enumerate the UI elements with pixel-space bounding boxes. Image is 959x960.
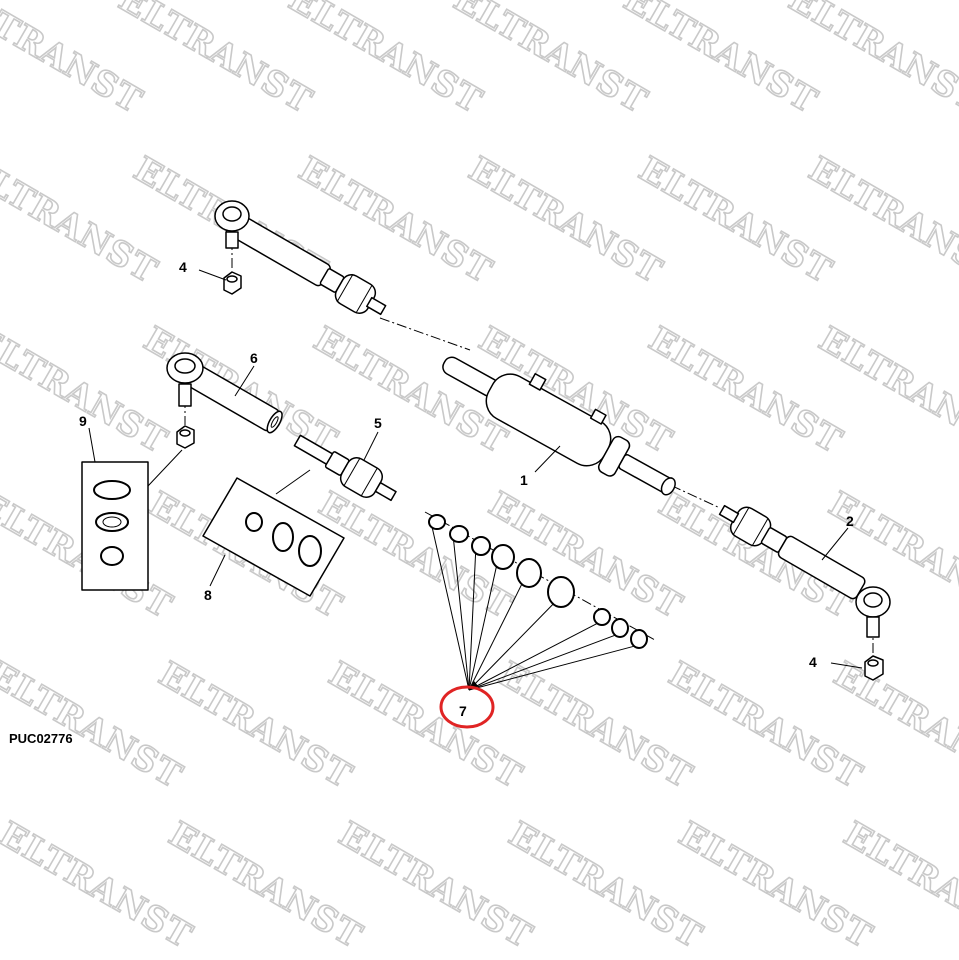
seal-leader-line xyxy=(453,540,470,691)
watermark-text: ELTRANST xyxy=(332,814,539,957)
watermark-text: ELTRANST xyxy=(632,149,839,292)
watermark-text: ELTRANST xyxy=(642,319,849,462)
seal-leader-line xyxy=(468,553,477,691)
seal-kit-box-8[interactable] xyxy=(202,477,345,597)
tie-rod-end-right[interactable] xyxy=(714,496,891,638)
seal-leader-line xyxy=(468,566,497,691)
callout-7-highlight xyxy=(439,685,495,729)
watermark-text: ELTRANST xyxy=(322,654,529,797)
seal-kit-box-9[interactable] xyxy=(81,461,149,591)
seal-leader-lines xyxy=(431,527,635,691)
seal-leader-line xyxy=(468,583,523,691)
seal-leader-line xyxy=(468,622,598,691)
seal-ring[interactable] xyxy=(630,629,648,649)
seal-set-7[interactable] xyxy=(428,514,648,649)
seal-ring[interactable] xyxy=(471,536,491,556)
steering-cylinder[interactable] xyxy=(433,333,690,511)
inner-tie-rod[interactable] xyxy=(289,427,401,510)
leader-lines xyxy=(88,269,863,669)
callout-4-upper: 4 xyxy=(179,259,187,275)
callout-7: 7 xyxy=(459,703,467,719)
watermark-text: ELTRANST xyxy=(502,814,709,957)
document-id: PUC02776 xyxy=(9,731,73,746)
watermark-text: ELTRANST xyxy=(112,0,319,122)
callout-6: 6 xyxy=(250,350,258,366)
callout-1: 1 xyxy=(520,472,528,488)
callout-5: 5 xyxy=(374,415,382,431)
left-nut[interactable] xyxy=(176,425,195,449)
seal-leader-line xyxy=(468,603,554,691)
callout-9: 9 xyxy=(79,413,87,429)
tie-rod-end-left[interactable] xyxy=(166,352,285,435)
watermark-text: ELTRANST xyxy=(652,484,859,627)
seal-ring[interactable] xyxy=(449,525,469,543)
seal-leader-line xyxy=(468,645,635,691)
watermark-text: ELTRANST xyxy=(462,149,669,292)
callout-4-lower: 4 xyxy=(809,654,817,670)
seal-ring[interactable] xyxy=(428,514,446,530)
upper-tie-rod[interactable] xyxy=(214,200,391,324)
callout-8: 8 xyxy=(204,587,212,603)
lower-nut[interactable] xyxy=(864,655,884,681)
seal-ring[interactable] xyxy=(516,558,542,588)
upper-nut[interactable] xyxy=(223,271,242,295)
seal-leader-line xyxy=(431,527,470,691)
seal-ring[interactable] xyxy=(547,576,575,608)
callout-2: 2 xyxy=(846,513,854,529)
seal-leader-line xyxy=(468,634,616,691)
watermark-text: ELTRANST xyxy=(152,654,359,797)
seal-ring[interactable] xyxy=(491,544,515,570)
watermark-text: ELTRANST xyxy=(162,814,369,957)
seal-ring[interactable] xyxy=(593,608,611,626)
seal-ring[interactable] xyxy=(611,618,629,638)
